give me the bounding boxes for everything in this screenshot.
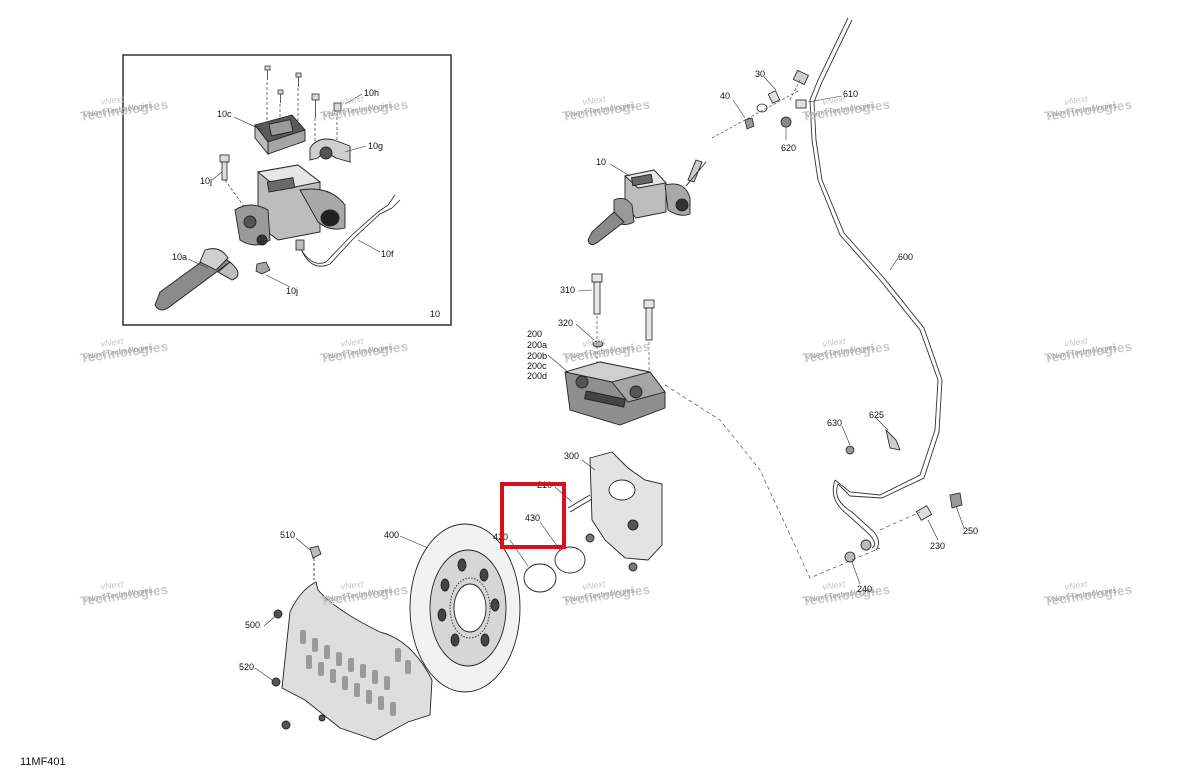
part-label-510[interactable]: 510 <box>280 530 296 540</box>
part-label-500[interactable]: 500 <box>245 620 261 630</box>
caliper-dashes <box>596 316 650 375</box>
caliper-bolts <box>591 273 655 348</box>
part-label-625[interactable]: 625 <box>869 410 885 420</box>
part-label-10j-nut[interactable]: 10j <box>286 286 299 296</box>
inset-wire <box>295 194 401 267</box>
part-label-300[interactable]: 300 <box>564 451 580 461</box>
banjo-fittings <box>744 90 792 130</box>
part-label-30[interactable]: 30 <box>755 69 766 79</box>
part-label-600[interactable]: 600 <box>898 252 914 262</box>
inset-clamp <box>309 138 351 163</box>
part-label-10f[interactable]: 10f <box>381 249 394 259</box>
part-label-400[interactable]: 400 <box>384 530 400 540</box>
hose-brackets <box>844 428 963 563</box>
inset-screws <box>264 65 342 118</box>
part-label-430[interactable]: 430 <box>525 513 541 523</box>
selected-part-highlight <box>500 482 566 549</box>
part-label-610[interactable]: 610 <box>843 89 859 99</box>
fitting-dashes <box>711 79 801 139</box>
part-label-230[interactable]: 230 <box>930 541 946 551</box>
part-label-320[interactable]: 320 <box>558 318 574 328</box>
part-label-10a[interactable]: 10a <box>172 252 188 262</box>
part-label-40[interactable]: 40 <box>720 91 731 101</box>
diagram-reference: 11MF401 <box>20 756 66 768</box>
part-label-10h[interactable]: 10h <box>364 88 380 98</box>
part-label-310[interactable]: 310 <box>560 285 576 295</box>
part-label-200d[interactable]: 200d <box>527 371 548 381</box>
inset-pin <box>219 154 230 181</box>
inset-nut <box>255 261 271 275</box>
caliper-bracket <box>585 451 663 572</box>
part-label-200[interactable]: 200 <box>527 329 543 339</box>
part-label-10g[interactable]: 10g <box>368 141 384 151</box>
inset-lever <box>154 248 239 311</box>
part-label-10[interactable]: 10 <box>596 157 607 167</box>
inset-frame <box>122 54 452 326</box>
inset-cap <box>254 114 306 156</box>
line-dashes <box>664 384 921 579</box>
inset-number: 10 <box>430 309 441 319</box>
brake-caliper <box>564 361 666 426</box>
part-label-10c[interactable]: 10c <box>217 109 232 119</box>
part-label-630[interactable]: 630 <box>827 418 843 428</box>
part-label-250[interactable]: 250 <box>963 526 979 536</box>
part-label-200b[interactable]: 200b <box>527 351 548 361</box>
part-label-520[interactable]: 520 <box>239 662 255 672</box>
part-label-240[interactable]: 240 <box>857 584 873 594</box>
inset-leaders <box>187 93 381 288</box>
brake-disc <box>409 523 521 693</box>
master-cylinder-assembly <box>587 159 707 245</box>
part-label-620[interactable]: 620 <box>781 143 797 153</box>
part-label-10j-pin[interactable]: 10j <box>200 176 213 186</box>
pin-and-orings <box>523 494 593 593</box>
part-label-200c[interactable]: 200c <box>527 361 547 371</box>
disc-guard <box>271 581 433 741</box>
brake-hose <box>792 17 943 551</box>
disc-bolt <box>309 545 322 580</box>
inset-master-cylinder <box>234 164 346 246</box>
part-label-200a[interactable]: 200a <box>527 340 548 350</box>
